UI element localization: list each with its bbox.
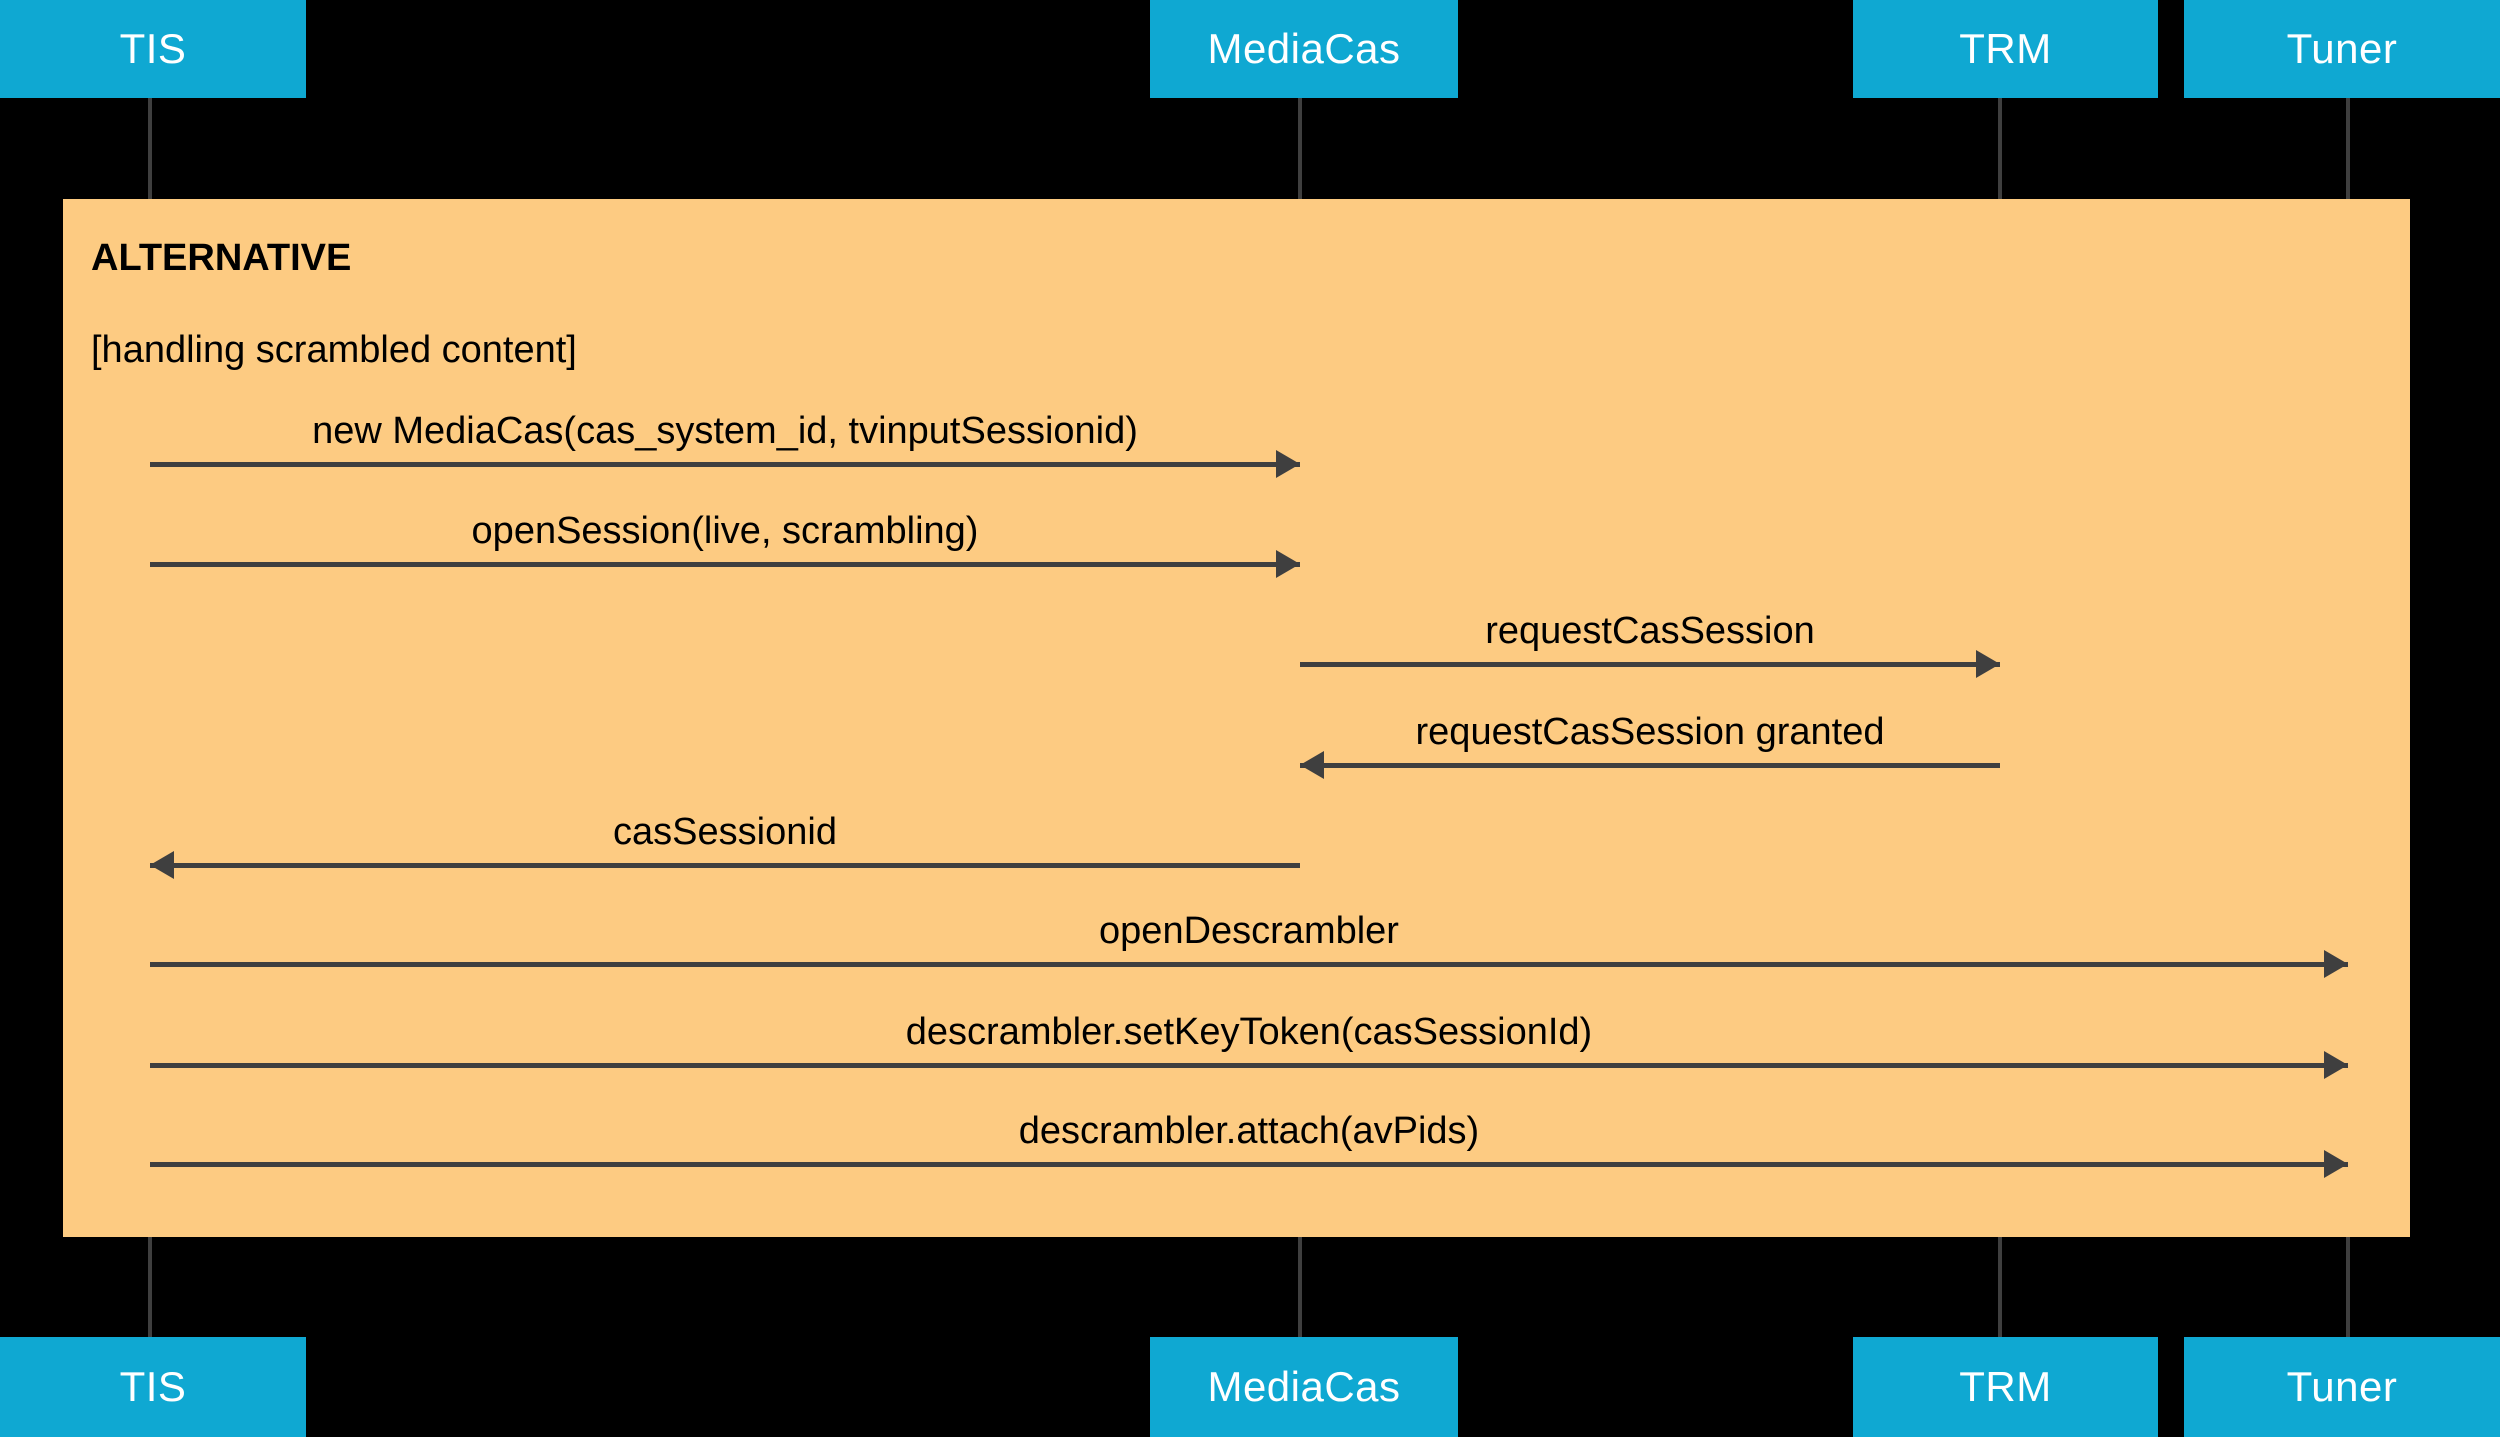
participant-header-tis[interactable]: TIS — [0, 0, 306, 98]
message-label: requestCasSession granted — [1415, 711, 1885, 753]
message-label: openDescrambler — [1099, 910, 1399, 952]
message-arrowhead — [150, 851, 174, 879]
message-line — [150, 1063, 2348, 1068]
message-arrowhead — [1976, 650, 2000, 678]
alt-fragment-operator: ALTERNATIVE — [91, 237, 352, 279]
message-line — [150, 863, 1300, 868]
message-label: descrambler.setKeyToken(casSessionId) — [905, 1011, 1593, 1053]
participant-header-trm[interactable]: TRM — [1853, 0, 2158, 98]
message-line — [150, 962, 2348, 967]
message-line — [150, 1162, 2348, 1167]
participant-footer-trm[interactable]: TRM — [1853, 1337, 2158, 1437]
message-label: casSessionid — [613, 811, 837, 853]
alt-fragment-guard: [handling scrambled content] — [91, 329, 577, 371]
message-label: openSession(live, scrambling) — [471, 510, 979, 552]
message-line — [150, 562, 1300, 567]
participant-header-mediacas[interactable]: MediaCas — [1150, 0, 1458, 98]
message-arrowhead — [1300, 751, 1324, 779]
message-line — [150, 462, 1300, 467]
participant-footer-tis[interactable]: TIS — [0, 1337, 306, 1437]
participant-header-tuner[interactable]: Tuner — [2184, 0, 2500, 98]
message-label: new MediaCas(cas_system_id, tvinputSessi… — [312, 410, 1138, 452]
message-label: descrambler.attach(avPids) — [1018, 1110, 1480, 1152]
message-line — [1300, 662, 2000, 667]
message-label: requestCasSession — [1485, 610, 1815, 652]
message-arrowhead — [1276, 550, 1300, 578]
message-arrowhead — [2324, 1150, 2348, 1178]
message-line — [1300, 763, 2000, 768]
participant-footer-tuner[interactable]: Tuner — [2184, 1337, 2500, 1437]
message-arrowhead — [2324, 950, 2348, 978]
message-arrowhead — [1276, 450, 1300, 478]
message-arrowhead — [2324, 1051, 2348, 1079]
participant-footer-mediacas[interactable]: MediaCas — [1150, 1337, 1458, 1437]
